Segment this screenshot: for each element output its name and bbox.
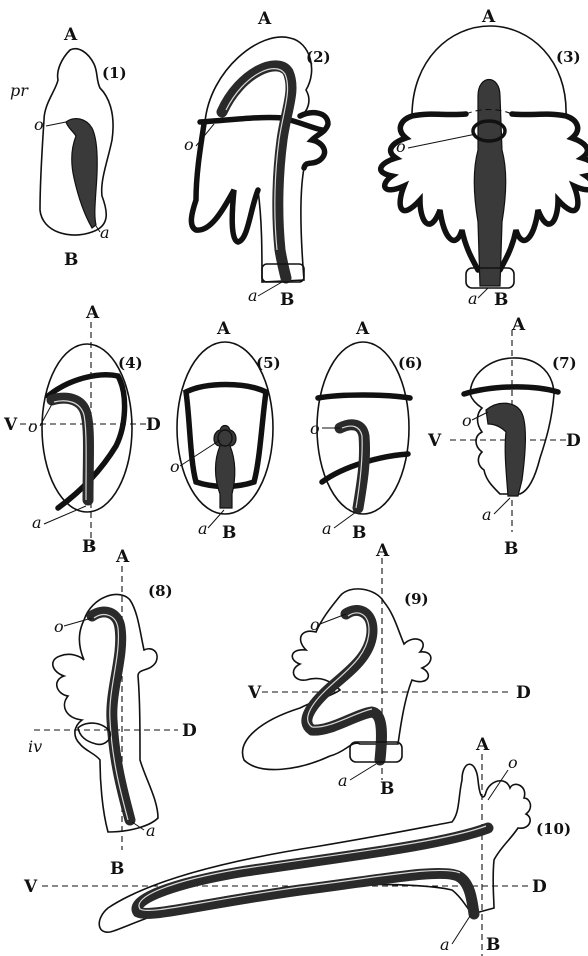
figure-4-label-top: A xyxy=(85,303,100,323)
figure-8: A (8) D iv B o a xyxy=(28,547,197,879)
figure-4-label-left: V xyxy=(3,415,18,435)
figure-1-label-top: A xyxy=(63,25,78,45)
figure-5-label-top: A xyxy=(216,319,231,339)
figure-3-label-mouth: o xyxy=(396,137,406,156)
figure-9-number: (9) xyxy=(404,590,429,608)
figure-9: A (9) V D B o a xyxy=(243,541,531,799)
figure-10-label-mouth: o xyxy=(508,753,518,772)
figure-5: A (5) B o a xyxy=(170,319,281,543)
figure-10-label-left: V xyxy=(23,877,38,897)
figure-3-label-bottom: B xyxy=(494,290,508,310)
figure-3: A (3) B o a xyxy=(381,7,588,310)
figure-7-mouth-leader xyxy=(472,412,488,420)
figure-6-number: (6) xyxy=(398,354,423,372)
figure-10: A o (10) V D B a xyxy=(23,735,571,956)
figure-7-number: (7) xyxy=(552,354,577,372)
figure-10-label-bottom: B xyxy=(486,935,500,955)
figure-5-number: (5) xyxy=(256,354,281,372)
figure-1-label-anus: a xyxy=(100,223,110,242)
figure-2-number: (2) xyxy=(306,48,331,66)
figure-4-label-anus: a xyxy=(32,513,42,532)
figure-5-label-mouth: o xyxy=(170,457,180,476)
figure-5-gut xyxy=(214,426,236,509)
figure-8-label-bottom: B xyxy=(110,859,124,879)
figure-1-number: (1) xyxy=(102,64,127,82)
figure-4-label-bottom: B xyxy=(82,537,96,557)
figure-2-label-anus: a xyxy=(248,286,258,305)
figure-9-label-top: A xyxy=(375,541,390,561)
figure-2-label-bottom: B xyxy=(280,290,294,310)
figure-1-label-mouth: o xyxy=(34,115,44,134)
figure-4-label-mouth: o xyxy=(28,417,38,436)
figure-8-label-mouth: o xyxy=(54,617,64,636)
figure-10-label-anus: a xyxy=(440,935,450,954)
figure-7-gut xyxy=(486,403,526,496)
figure-1-mouth-leader xyxy=(46,122,66,126)
figure-6-label-bottom: B xyxy=(352,523,366,543)
figure-1-label-pr: pr xyxy=(10,81,29,100)
figure-4-label-right: D xyxy=(146,415,161,435)
figure-1-label-bottom: B xyxy=(64,250,78,270)
figure-10-anus-leader xyxy=(452,916,470,944)
figure-3-anus-leader xyxy=(478,288,488,298)
figure-9-label-mouth: o xyxy=(310,615,320,634)
figure-9-label-bottom: B xyxy=(380,779,394,799)
figure-3-label-anus: a xyxy=(468,289,478,308)
figure-6: A (6) B o a xyxy=(310,319,423,543)
figure-8-mouth-leader xyxy=(64,618,92,626)
figure-1-gut xyxy=(66,119,97,228)
figure-7-label-mouth: o xyxy=(462,411,472,430)
figure-8-number: (8) xyxy=(148,582,173,600)
figure-10-label-top: A xyxy=(475,735,490,755)
figure-2-gut xyxy=(222,66,291,278)
figure-8-gut xyxy=(92,612,130,820)
figure-7-label-right: D xyxy=(566,431,581,451)
figure-7-label-top: A xyxy=(511,315,526,335)
figure-9-label-left: V xyxy=(247,683,262,703)
figure-8-ventral-lobe xyxy=(78,723,110,744)
figure-9-label-right: D xyxy=(516,683,531,703)
figure-2-lobes xyxy=(191,113,328,242)
figure-2-label-mouth: o xyxy=(184,135,194,154)
figure-4-number: (4) xyxy=(118,354,143,372)
figure-10-label-right: D xyxy=(532,877,547,897)
figure-7-label-bottom: B xyxy=(504,539,518,559)
figure-6-label-top: A xyxy=(355,319,370,339)
figure-7-band xyxy=(464,387,558,394)
figure-10-number: (10) xyxy=(536,820,571,838)
figure-7-anus-leader xyxy=(494,498,510,514)
figure-2-label-top: A xyxy=(257,9,272,29)
figure-8-label-iv: iv xyxy=(28,737,42,756)
figure-5-label-bottom: B xyxy=(222,523,236,543)
figure-5-mouth-leader xyxy=(180,440,220,466)
figure-8-body-outline xyxy=(53,594,158,832)
figure-9-label-anus: a xyxy=(338,771,348,790)
figure-5-label-anus: a xyxy=(198,519,208,538)
figure-2: A (2) B o a xyxy=(184,9,331,310)
figure-7-label-left: V xyxy=(427,431,442,451)
figure-8-label-right: D xyxy=(182,721,197,741)
figure-8-label-anus: a xyxy=(146,821,156,840)
figure-2-anus-leader xyxy=(258,282,282,296)
figure-3-mouth-leader xyxy=(408,134,476,148)
figure-7: A (7) V D B o a xyxy=(427,315,581,559)
figure-1: A B pr (1) o a xyxy=(10,25,127,270)
figure-6-band-top xyxy=(318,395,410,398)
figure-4: A (4) V D B o a xyxy=(3,303,161,557)
figure-7-label-anus: a xyxy=(482,505,492,524)
figure-3-label-top: A xyxy=(481,7,496,27)
figure-6-label-mouth: o xyxy=(310,419,320,438)
figure-3-number: (3) xyxy=(556,48,581,66)
figure-2-girdle xyxy=(200,117,322,130)
figure-4-anus-leader xyxy=(44,506,86,524)
figure-8-label-top: A xyxy=(115,547,130,567)
figure-6-label-anus: a xyxy=(322,519,332,538)
figure-9-anus-leader xyxy=(350,764,376,780)
